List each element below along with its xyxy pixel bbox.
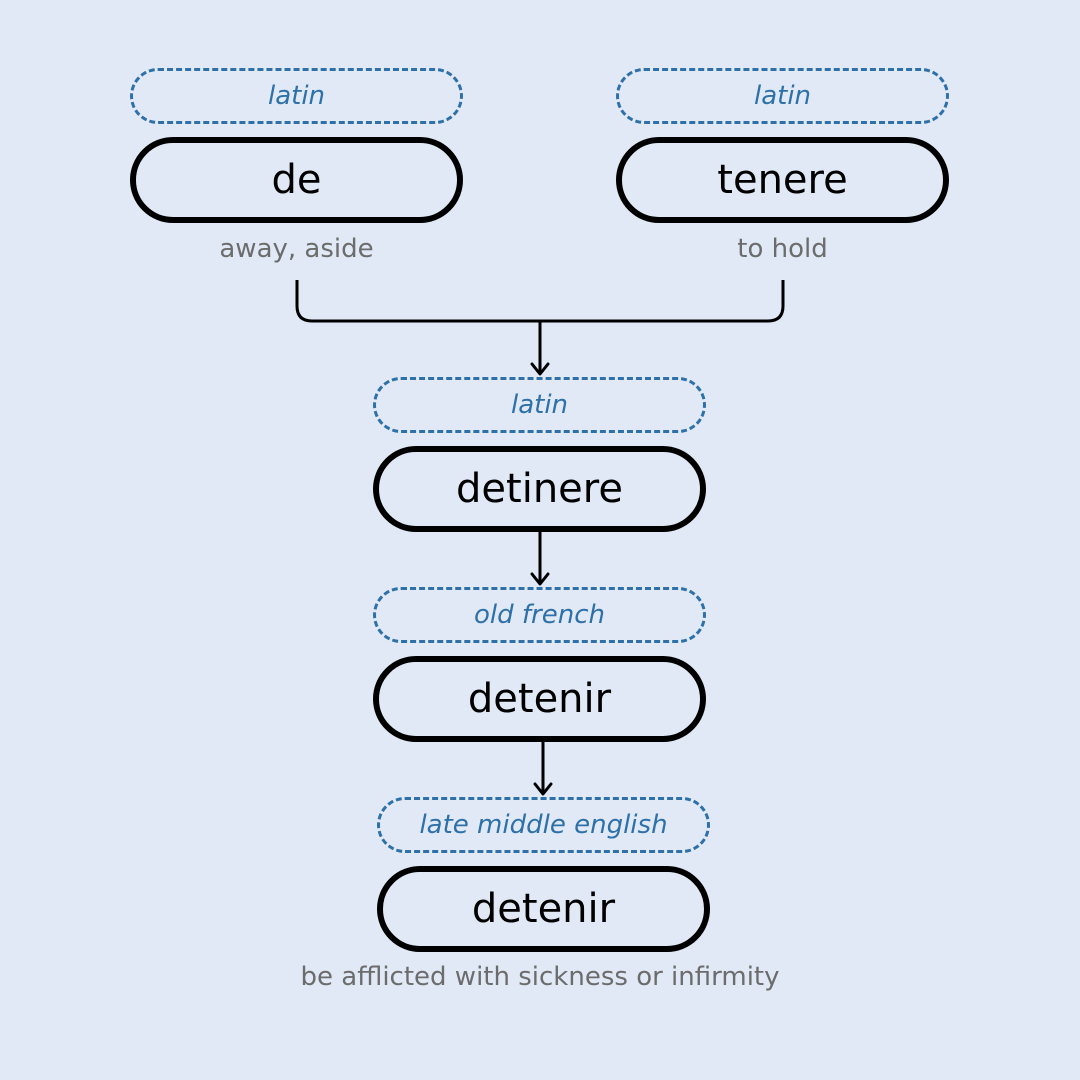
old-french-word: detenir [373, 656, 706, 742]
detinere-word: detinere [373, 446, 706, 532]
detinere-language-label: latin [373, 377, 706, 433]
middle-english-language-label: late middle english [377, 797, 710, 853]
middle-english-word: detenir [377, 866, 710, 952]
arrow-to-middle-english-head [533, 782, 553, 796]
root-tenere-meaning: to hold [737, 234, 828, 264]
middle-english-meaning: be afflicted with sickness or infirmity [300, 962, 780, 992]
root-tenere-language-label: latin [616, 68, 949, 124]
root-de-meaning: away, aside [219, 234, 374, 264]
arrow-to-detinere-head [530, 362, 550, 376]
old-french-language-label: old french [373, 587, 706, 643]
root-de-word: de [130, 137, 463, 223]
arrow-to-old-french-head [530, 572, 550, 586]
root-de-language-label: latin [130, 68, 463, 124]
merge-connector [295, 280, 785, 323]
root-tenere-word: tenere [616, 137, 949, 223]
